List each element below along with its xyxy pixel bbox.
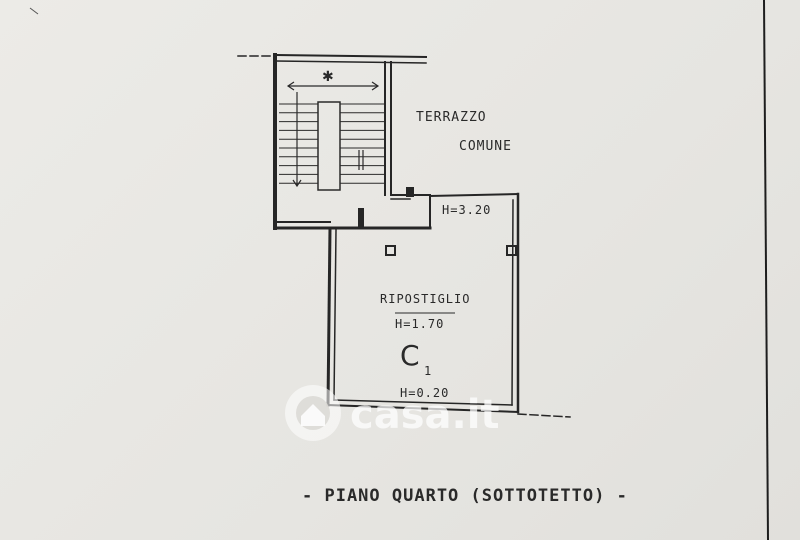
unit-index: 1	[424, 364, 432, 378]
house-logo-icon	[285, 385, 341, 441]
unit-letter: C	[400, 339, 421, 372]
storage-room-label: RIPOSTIGLIO	[380, 292, 470, 306]
corner-height-label: H=3.20	[442, 203, 491, 217]
storage-height-label: H=1.70	[395, 317, 444, 331]
stair-star-symbol: ✱	[322, 69, 334, 85]
terrace-label: TERRAZZO	[416, 110, 487, 125]
floor-title: - PIANO QUARTO (SOTTOTETTO) -	[302, 486, 628, 506]
watermark: casa.it	[285, 385, 500, 441]
watermark-text: casa.it	[350, 392, 500, 438]
staircase	[279, 81, 384, 191]
page-border-line	[763, 0, 769, 540]
walls	[237, 53, 571, 418]
terrace-label-common: COMUNE	[459, 139, 512, 154]
corner-mark	[29, 7, 39, 15]
bottom-height-label: H=0.20	[400, 386, 449, 400]
